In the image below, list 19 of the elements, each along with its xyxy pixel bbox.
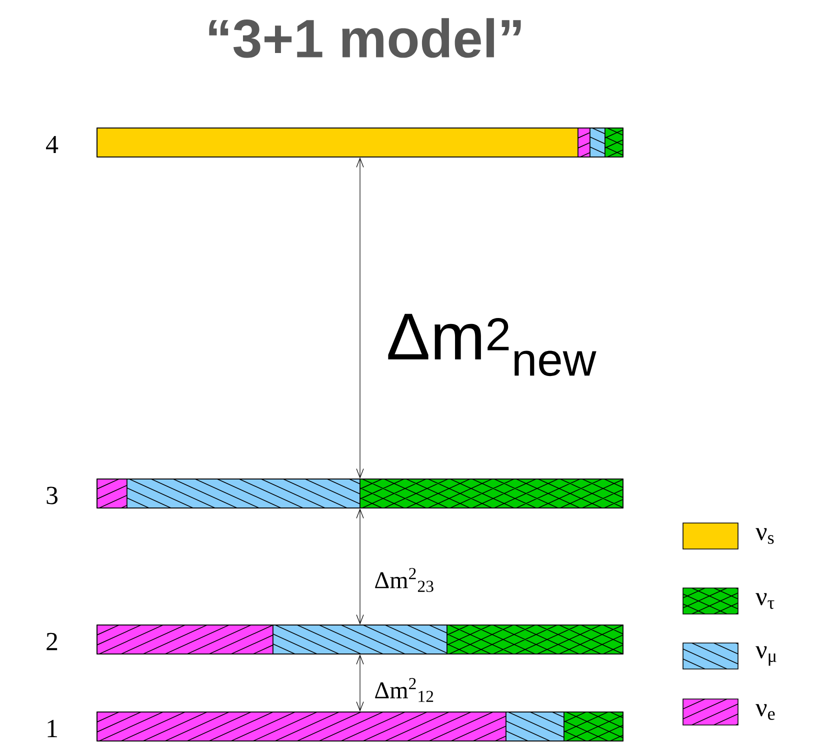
legend-label: ν$_{μ}$: [756, 646, 776, 666]
legend-label: ν$_{s}$: [756, 528, 774, 544]
level-bar: [96, 128, 624, 158]
level-number: 2: [46, 632, 58, 650]
level-number: 1: [48, 720, 57, 738]
edge-label: Δm$^{2}$23: [375, 568, 434, 592]
double-arrow: [356, 157, 364, 479]
level-bar: [96, 712, 624, 742]
legend-label: ν$_{e}$: [756, 704, 775, 720]
double-arrow: [356, 508, 364, 625]
double-arrow: [356, 654, 364, 712]
legend-label: ν$_{τ}$: [756, 593, 774, 609]
edge-label: Δm$^{2}$$_{new}$: [388, 314, 596, 376]
level-number: 3: [46, 486, 58, 504]
level-number: 4: [46, 136, 58, 154]
edge-label: Δm$^{2}$12: [375, 678, 434, 702]
level-bar: [96, 478, 624, 508]
level-bar: [96, 624, 624, 654]
diagram-title: “3+1 model”: [209, 18, 521, 58]
